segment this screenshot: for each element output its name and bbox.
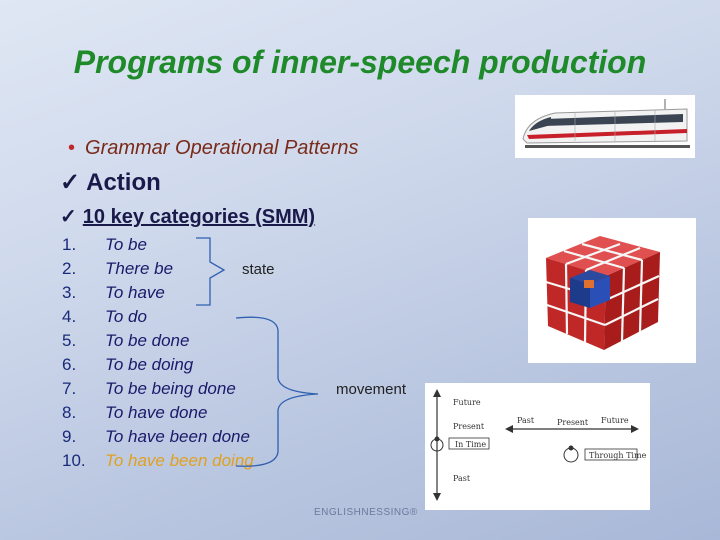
item-label: To have — [105, 283, 165, 302]
item-label: To do — [105, 307, 147, 326]
list-item: 3. To have — [62, 281, 254, 305]
item-label: To have done — [105, 403, 208, 422]
vertical-past-label: Past — [453, 474, 471, 483]
item-label: To have been done — [105, 427, 250, 446]
vertical-future-label: Future — [453, 398, 481, 407]
item-label: To be done — [105, 331, 190, 350]
action-text: Action — [86, 169, 161, 196]
list-item: 9. To have been done — [62, 425, 254, 449]
footer-watermark: ENGLISHNESSING® — [314, 507, 418, 518]
item-number: 9. — [62, 427, 77, 446]
item-number: 8. — [62, 403, 77, 422]
bullet-text: Grammar Operational Patterns — [85, 137, 359, 159]
timeline-diagram: Future Present In Time Past Past Present… — [425, 383, 650, 510]
item-number: 5. — [62, 331, 77, 350]
through-time-label: Through Time — [589, 451, 647, 460]
item-label: To be doing — [105, 355, 194, 374]
movement-label: movement — [336, 381, 407, 398]
bullet-grammar-patterns: • Grammar Operational Patterns — [68, 137, 358, 160]
state-label: state — [242, 261, 275, 278]
slide-title: Programs of inner-speech production — [73, 44, 647, 80]
vertical-in-time-label: In Time — [455, 440, 486, 449]
horizontal-present-label: Present — [557, 418, 589, 427]
item-label: There be — [105, 259, 174, 278]
list-item: 6. To be doing — [62, 353, 254, 377]
list-item: 5. To be done — [62, 329, 254, 353]
bullet-dot-icon: • — [68, 137, 76, 159]
horizontal-past-label: Past — [517, 416, 535, 425]
list-item: 1. To be — [62, 233, 254, 257]
item-number: 4. — [62, 307, 77, 326]
list-item: 8. To have done — [62, 401, 254, 425]
checkmark-icon: ✓ — [60, 169, 81, 196]
list-item: 7. To be being done — [62, 377, 254, 401]
list-item: 4. To do — [62, 305, 254, 329]
item-number: 3. — [62, 283, 77, 302]
item-number: 1. — [62, 235, 77, 254]
item-label: To be being done — [105, 379, 236, 398]
item-label: To be — [105, 235, 147, 254]
item-number: 6. — [62, 355, 77, 374]
vertical-present-label: Present — [453, 422, 485, 431]
checkmark-icon: ✓ — [60, 206, 77, 228]
movement-brace — [235, 316, 319, 467]
list-item: 10. To have been doing — [62, 449, 254, 473]
horizontal-future-label: Future — [601, 416, 629, 425]
item-number: 10. — [62, 451, 86, 470]
list-item: 2. There be — [62, 257, 254, 281]
item-label: To have been doing — [105, 451, 254, 470]
train-image — [515, 95, 695, 158]
categories-heading: ✓10 key categories (SMM) — [60, 204, 315, 229]
category-list: 1. To be 2. There be 3. To have 4. To do 5. T… — [62, 233, 254, 473]
item-number: 2. — [62, 259, 77, 278]
action-heading: ✓Action — [60, 168, 161, 197]
categories-text: 10 key categories (SMM) — [82, 206, 316, 228]
rubiks-cube-image — [528, 218, 696, 363]
item-number: 7. — [62, 379, 77, 398]
state-brace — [196, 237, 226, 306]
